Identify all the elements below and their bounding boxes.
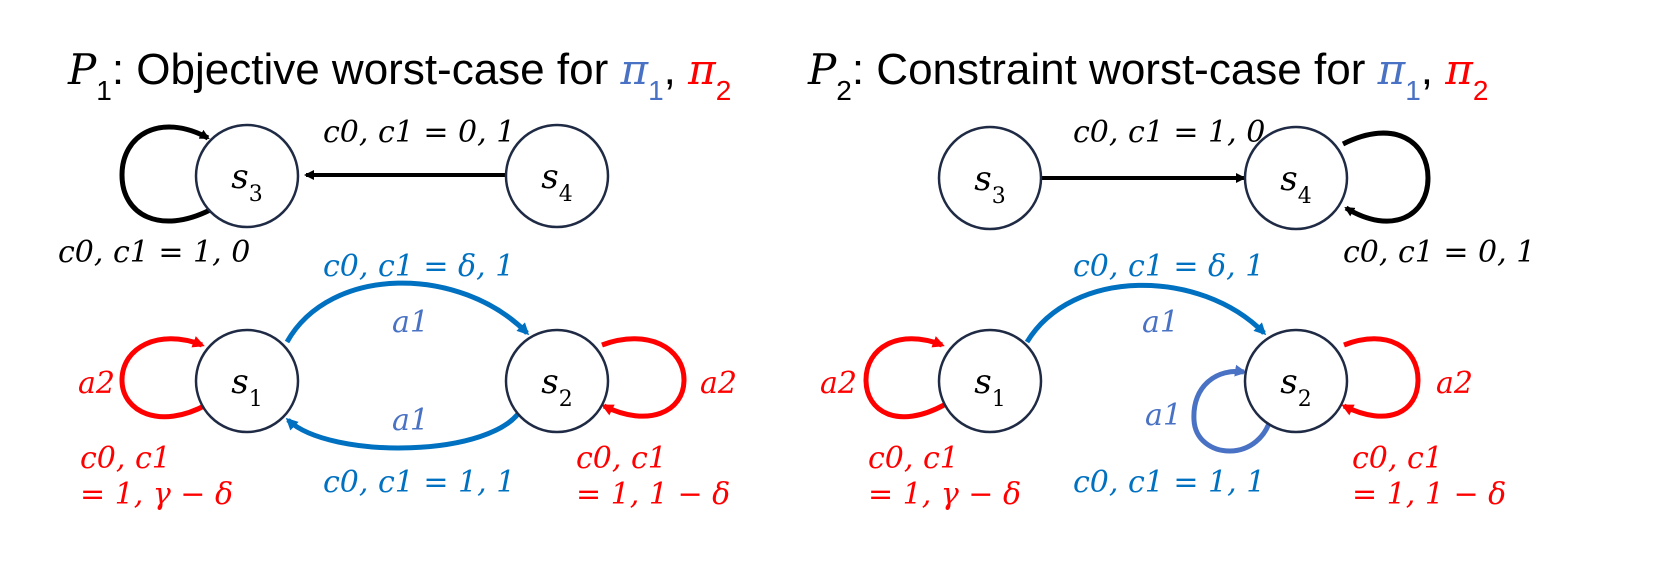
label-s1-loop-cost-2-p2: = 1, γ − δ — [868, 477, 1021, 512]
edge-s1-to-s2-p2 — [1024, 282, 1267, 344]
loop-s3 — [119, 124, 212, 224]
label-s2-loop-cost-2-p2: = 1, 1 − δ — [1352, 477, 1506, 512]
label-s2-self-action: a1 — [1145, 398, 1182, 433]
loop-s4 — [1341, 130, 1431, 224]
label-s1-to-s2-action: a1 — [392, 305, 429, 340]
panel-2-title: P2: Constraint worst-case for π1, π2 — [807, 45, 1488, 106]
label-s4-loop: c0, c1 = 0, 1 — [1343, 235, 1535, 270]
edge-s2-to-s1 — [285, 406, 525, 451]
label-s1-loop-cost-2: = 1, γ − δ — [80, 477, 233, 512]
label-s1-loop-cost-1: c0, c1 — [80, 441, 171, 476]
loop-s1-p2 — [863, 336, 946, 420]
label-s1-loop-action: a2 — [78, 366, 115, 401]
label-s2-to-s1-cost: c0, c1 = 1, 1 — [323, 465, 515, 500]
label-s2-loop-cost-1: c0, c1 — [576, 441, 667, 476]
label-s1-loop-cost-1-p2: c0, c1 — [868, 441, 959, 476]
state-s4 — [504, 123, 610, 229]
label-s4-to-s3: c0, c1 = 0, 1 — [323, 115, 515, 150]
panel-1-title: P1: Objective worst-case for π1, π2 — [67, 45, 731, 106]
loop-s1 — [119, 336, 208, 420]
state-s2 — [504, 328, 610, 434]
label-s1-to-s2-cost: c0, c1 = δ, 1 — [323, 249, 514, 284]
state-s4-p2 — [1243, 125, 1349, 231]
state-s2-p2 — [1243, 328, 1349, 434]
state-s1 — [194, 328, 300, 434]
label-s2-to-s1-action: a1 — [392, 403, 429, 438]
label-s2-loop-cost-1-p2: c0, c1 — [1352, 441, 1443, 476]
state-s3-p2 — [937, 125, 1043, 231]
state-s1-p2 — [937, 328, 1043, 434]
state-s3 — [194, 123, 300, 229]
loop-s2-p2 — [1341, 336, 1421, 419]
label-s3-loop: c0, c1 = 1, 0 — [58, 235, 250, 270]
loop-s2-a1 — [1191, 364, 1275, 454]
label-s2-loop-cost-2: = 1, 1 − δ — [576, 477, 730, 512]
panel-1: P1: Objective worst-case for π1, π2 s3 s… — [58, 45, 737, 512]
label-s2-loop-action-p2: a2 — [1436, 366, 1473, 401]
label-s1-loop-action-p2: a2 — [820, 366, 857, 401]
loop-s2 — [601, 336, 687, 419]
edge-s1-to-s2 — [284, 280, 530, 344]
label-s1-to-s2-cost-p2: c0, c1 = δ, 1 — [1073, 249, 1264, 284]
label-s2-loop-action: a2 — [700, 366, 737, 401]
label-s3-to-s4: c0, c1 = 1, 0 — [1073, 115, 1265, 150]
label-s2-self-cost: c0, c1 = 1, 1 — [1073, 465, 1265, 500]
panel-2: P2: Constraint worst-case for π1, π2 s3 … — [807, 45, 1535, 512]
label-s1-to-s2-action-p2: a1 — [1142, 305, 1179, 340]
